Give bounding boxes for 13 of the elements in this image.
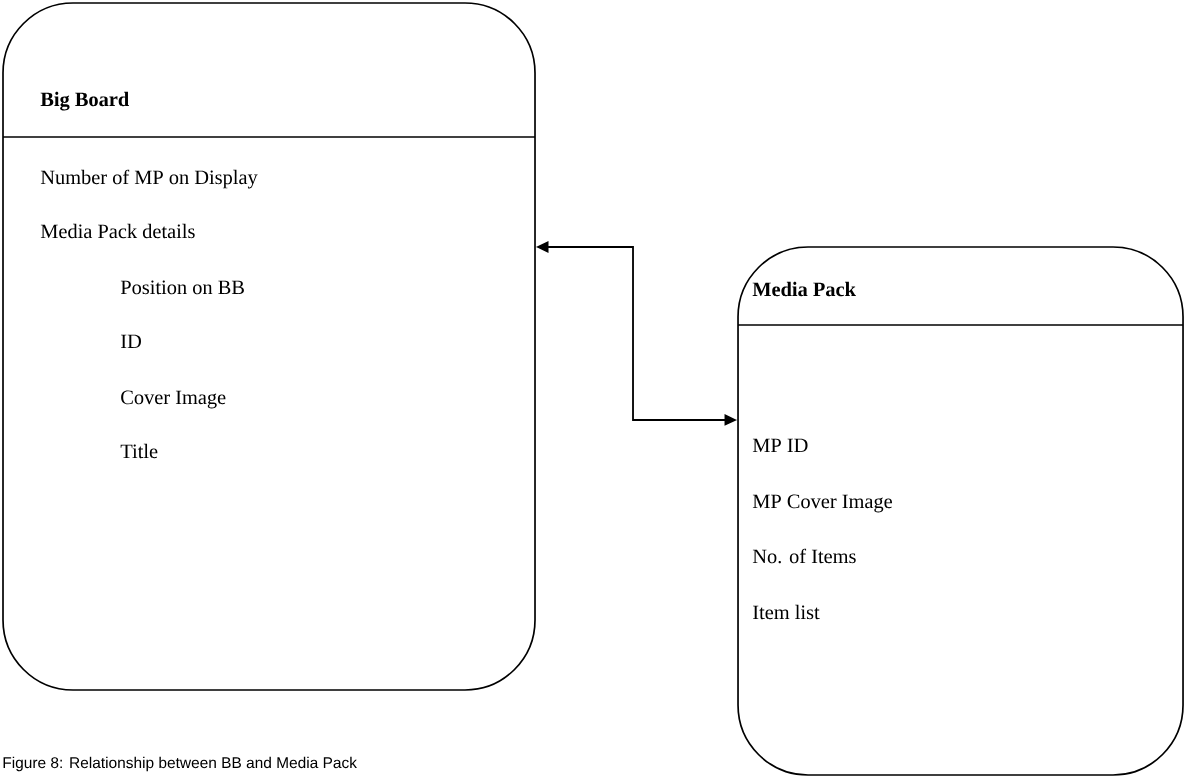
caption: Figure 8: Relationship between BB and Media Pack — [3, 756, 357, 772]
attribute-text: Item list — [753, 604, 820, 620]
attribute-text: Title — [120, 443, 158, 459]
attribute-text: MP ID — [752, 438, 808, 453]
attribute-text: Media Pack details — [40, 223, 195, 239]
attribute-text: Cover Image — [121, 390, 226, 409]
attribute-text: MP Cover Image — [752, 494, 892, 513]
attribute-text: Position on BB — [120, 280, 244, 295]
attribute-text: Number of MP on Display — [40, 169, 258, 189]
heading-text: Big Board — [40, 91, 129, 111]
heading-text: Media Pack — [752, 281, 856, 297]
attribute-text: ID — [121, 334, 141, 349]
attribute-text: No. of Items — [752, 548, 856, 564]
